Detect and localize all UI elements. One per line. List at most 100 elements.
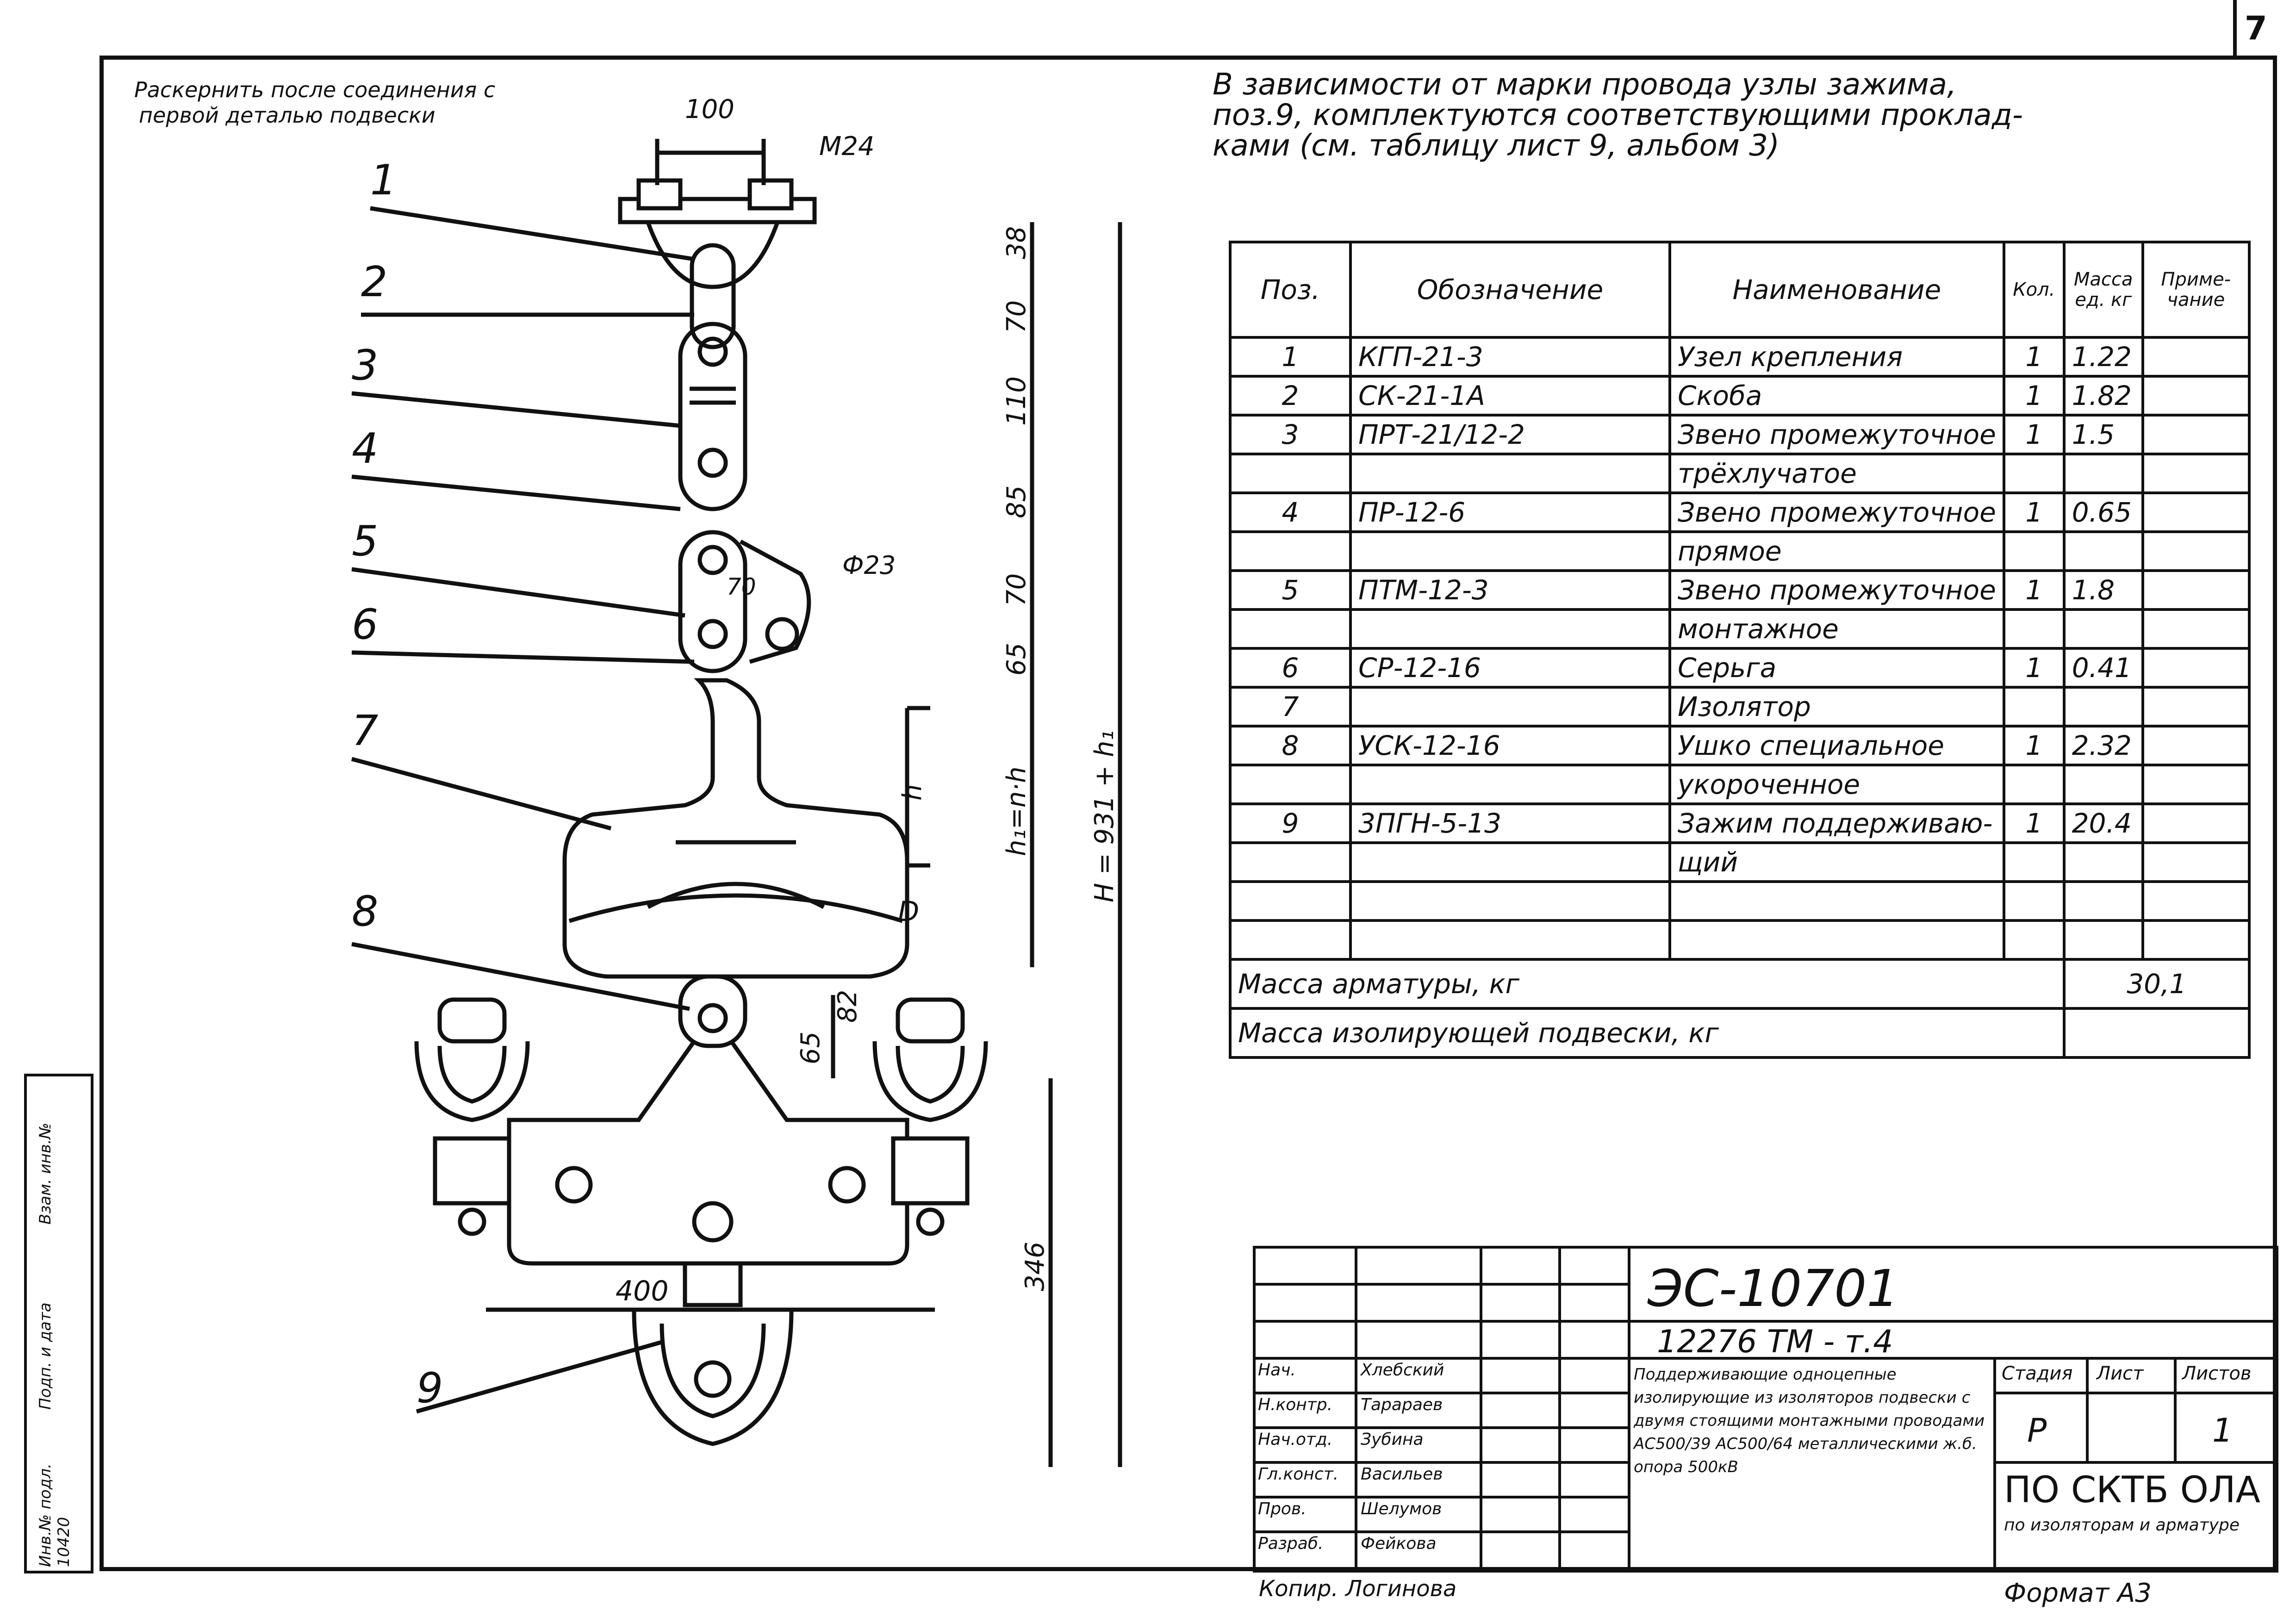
spec-cell-qty: 1 <box>2002 569 2066 611</box>
spec-cell-qty <box>2002 919 2066 961</box>
col-pos: Поз. <box>1229 241 1352 339</box>
spec-cell-pos: 3 <box>1229 414 1352 455</box>
spec-cell-mass: 0.41 <box>2062 647 2144 689</box>
spec-cell-name: Узел крепления <box>1668 336 2005 378</box>
spec-cell-designation: КГП-21-3 <box>1349 336 1671 378</box>
spec-cell-name: Звено промежуточное <box>1668 414 2005 455</box>
stage-label: Стадия <box>2002 1363 2073 1384</box>
spec-cell-pos <box>1229 841 1352 883</box>
spec-cell-note <box>2141 841 2251 883</box>
header-note-line-3: ками (см. таблицу лист 9, альбом 3) <box>1213 129 1780 163</box>
tb-name: Зубина <box>1361 1430 1424 1449</box>
dim-70-right: 70 <box>1002 300 1032 333</box>
dim-dia-23: Ф23 <box>842 551 896 580</box>
spec-cell-qty: 1 <box>2002 491 2066 533</box>
spec-cell-designation: 3ПГН-5-13 <box>1349 802 1671 844</box>
spec-cell-pos <box>1229 880 1352 922</box>
tb-name: Тарараев <box>1361 1395 1443 1414</box>
spec-cell-pos: 1 <box>1229 336 1352 378</box>
spec-row: укороченное <box>1229 764 2251 805</box>
spec-cell-pos <box>1229 608 1352 650</box>
header-note: В зависимости от марки провода узлы зажи… <box>1213 69 2231 161</box>
spec-cell-qty <box>2002 764 2066 805</box>
doc-subcode: 12276 ТМ - т.4 <box>1657 1324 1893 1360</box>
dim-70-b: 70 <box>1002 573 1032 606</box>
pos-4: 4 <box>352 424 378 473</box>
spec-cell-qty <box>2002 686 2066 728</box>
pos-2: 2 <box>361 258 387 306</box>
tb-name: Шелумов <box>1361 1499 1442 1518</box>
spec-cell-pos: 5 <box>1229 569 1352 611</box>
side-stamp: Инв.№ подл. 10420 Подп. и дата Взам. инв… <box>24 1074 93 1573</box>
spec-row: прямое <box>1229 530 2251 572</box>
spec-cell-pos: 2 <box>1229 375 1352 417</box>
spec-cell-designation <box>1349 841 1671 883</box>
header-note-line-1: В зависимости от марки провода узлы зажи… <box>1213 68 1957 102</box>
org-name: ПО СКТБ ОЛА <box>2004 1469 2261 1511</box>
pos-5: 5 <box>352 517 378 566</box>
spec-cell-mass <box>2062 530 2144 572</box>
dim-100: 100 <box>685 94 734 124</box>
mass-insulating-label: Масса изолирующей подвески, кг <box>1229 1007 2066 1059</box>
mass-insulating-row: Масса изолирующей подвески, кг <box>1229 1007 2251 1059</box>
spec-cell-designation: СК-21-1А <box>1349 375 1671 417</box>
spec-cell-designation <box>1349 686 1671 728</box>
sheets-label: Листов <box>2182 1363 2252 1384</box>
spec-cell-mass: 1.82 <box>2062 375 2144 417</box>
spec-cell-mass <box>2062 608 2144 650</box>
tb-role: Нач.отд. <box>1258 1430 1333 1449</box>
spec-cell-note <box>2141 453 2251 494</box>
tb-role: Гл.конст. <box>1258 1465 1339 1484</box>
spec-cell-designation <box>1349 453 1671 494</box>
spec-cell-mass: 1.5 <box>2062 414 2144 455</box>
mass-fittings-value: 30,1 <box>2062 958 2251 1010</box>
spec-cell-name: монтажное <box>1668 608 2005 650</box>
dim-65-low: 65 <box>796 1032 826 1064</box>
pos-6: 6 <box>352 600 378 649</box>
org-sub: по изоляторам и арматуре <box>2004 1516 2240 1535</box>
spec-cell-mass: 2.32 <box>2062 725 2144 766</box>
col-name: Наименование <box>1668 241 2005 339</box>
spec-cell-note <box>2141 608 2251 650</box>
spec-cell-qty <box>2002 608 2066 650</box>
spec-cell-qty <box>2002 453 2066 494</box>
spec-cell-pos: 6 <box>1229 647 1352 689</box>
spec-cell-name: трёхлучатое <box>1668 453 2005 494</box>
dim-110: 110 <box>1002 376 1032 426</box>
col-note: Приме- чание <box>2141 241 2251 339</box>
spec-cell-name: Звено промежуточное <box>1668 569 2005 611</box>
stage-value: Р <box>2027 1412 2047 1449</box>
spec-cell-pos: 8 <box>1229 725 1352 766</box>
spec-row <box>1229 880 2251 922</box>
pos-1: 1 <box>370 156 397 205</box>
spec-cell-name <box>1668 880 2005 922</box>
specification-table: Поз. Обозначение Наименование Кол. Масса… <box>1229 241 2251 1059</box>
dim-82: 82 <box>833 990 863 1023</box>
spec-cell-name: Звено промежуточное <box>1668 491 2005 533</box>
dim-85: 85 <box>1002 485 1032 518</box>
spec-cell-designation: ПТМ-12-3 <box>1349 569 1671 611</box>
spec-cell-pos <box>1229 764 1352 805</box>
pos-8: 8 <box>352 887 378 936</box>
spec-cell-mass: 20.4 <box>2062 802 2144 844</box>
spec-cell-designation: ПРТ-21/12-2 <box>1349 414 1671 455</box>
spec-cell-designation: СР-12-16 <box>1349 647 1671 689</box>
spec-cell-qty <box>2002 841 2066 883</box>
spec-header-row: Поз. Обозначение Наименование Кол. Масса… <box>1229 241 2251 339</box>
pos-9: 9 <box>417 1364 443 1412</box>
spec-cell-note <box>2141 686 2251 728</box>
spec-cell-pos <box>1229 919 1352 961</box>
page-number-divider <box>2233 0 2237 56</box>
spec-cell-note <box>2141 880 2251 922</box>
spec-cell-mass: 1.8 <box>2062 569 2144 611</box>
bolt-size: M24 <box>819 131 875 162</box>
dim-D: D <box>898 895 919 928</box>
doc-description: Поддерживающие одноцепные изолирующие из… <box>1634 1365 1985 1476</box>
spec-cell-designation: УСК-12-16 <box>1349 725 1671 766</box>
spec-cell-note <box>2141 336 2251 378</box>
dim-38: 38 <box>1002 226 1032 259</box>
